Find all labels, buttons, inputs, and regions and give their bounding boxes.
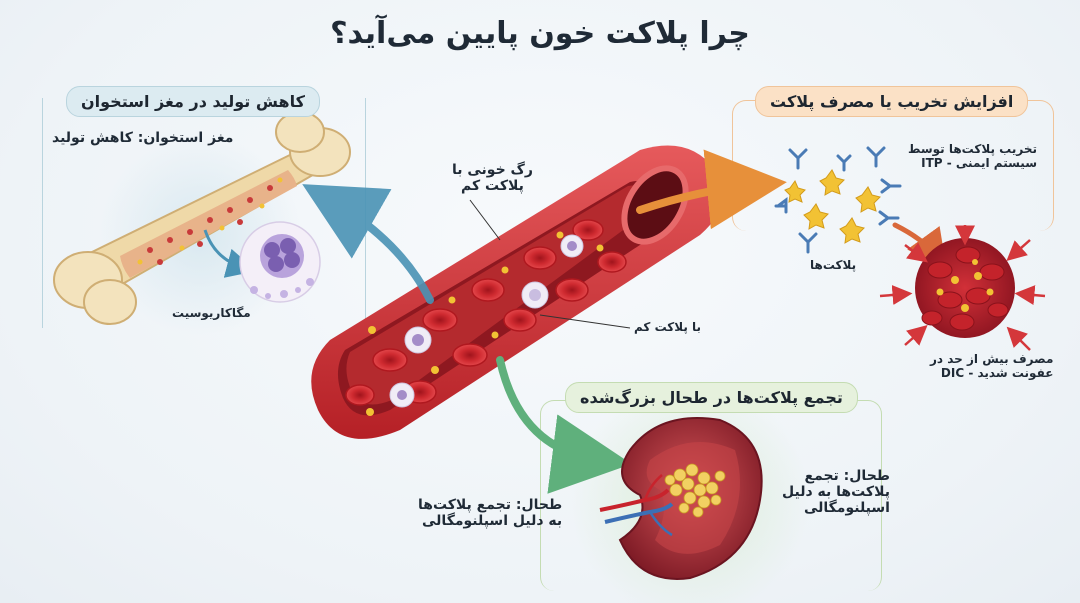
spleen-heading: تجمع پلاکت‌ها در طحال بزرگ‌شده [565, 382, 858, 413]
platelets-label: پلاکت‌ها [810, 258, 857, 272]
vessel-label: رگ خونی با پلاکت کم [452, 162, 533, 194]
vessel-label-line2: پلاکت کم [461, 178, 524, 194]
dic-label-line1: مصرف بیش از حد در [930, 352, 1054, 366]
vessel-label-line1: رگ خونی با [452, 162, 533, 178]
bone-marrow-caption: مغز استخوان: کاهش تولید [52, 130, 234, 146]
itp-label: تخریب پلاکت‌ها توسط سیستم ایمنی - ITP [908, 142, 1037, 170]
blood-vessel [311, 145, 723, 439]
bone-marrow-heading: کاهش تولید در مغز استخوان [66, 86, 320, 117]
page-title: چرا پلاکت خون پایین می‌آید؟ [330, 16, 750, 51]
destruction-heading: افزایش تخریب یا مصرف پلاکت [755, 86, 1029, 117]
spleen-right-line1: طحال: تجمع [804, 468, 890, 484]
spleen-left-line1: طحال: تجمع پلاکت‌ها [418, 497, 563, 513]
dic-label-line2: عفونت شدید - DIC [940, 366, 1054, 380]
spleen-left-label: طحال: تجمع پلاکت‌ها به دلیل اسپلنومگالی [418, 497, 562, 529]
spleen-right-label: طحال: تجمع پلاکت‌ها به دلیل اسپلنومگالی [782, 468, 890, 516]
spleen-left-line2: به دلیل اسپلنومگالی [422, 513, 563, 529]
megakaryocyte-cell [239, 221, 321, 303]
spleen-illustration [599, 417, 763, 580]
itp-label-line2: سیستم ایمنی - ITP [921, 156, 1037, 170]
itp-label-line1: تخریب پلاکت‌ها توسط [908, 142, 1037, 156]
spleen-right-line2: پلاکت‌ها به دلیل [782, 484, 890, 500]
clot-illustration [879, 225, 1046, 351]
megakaryocyte-label: مگاکاریوسیت [172, 306, 251, 320]
low-platelet-pointer-label: با پلاکت کم [634, 320, 702, 334]
bone-illustration [53, 111, 351, 325]
spleen-right-line3: اسپلنومگالی [803, 500, 890, 516]
platelet-antibody-cluster [774, 146, 902, 254]
dic-label: مصرف بیش از حد در عفونت شدید - DIC [930, 352, 1053, 380]
